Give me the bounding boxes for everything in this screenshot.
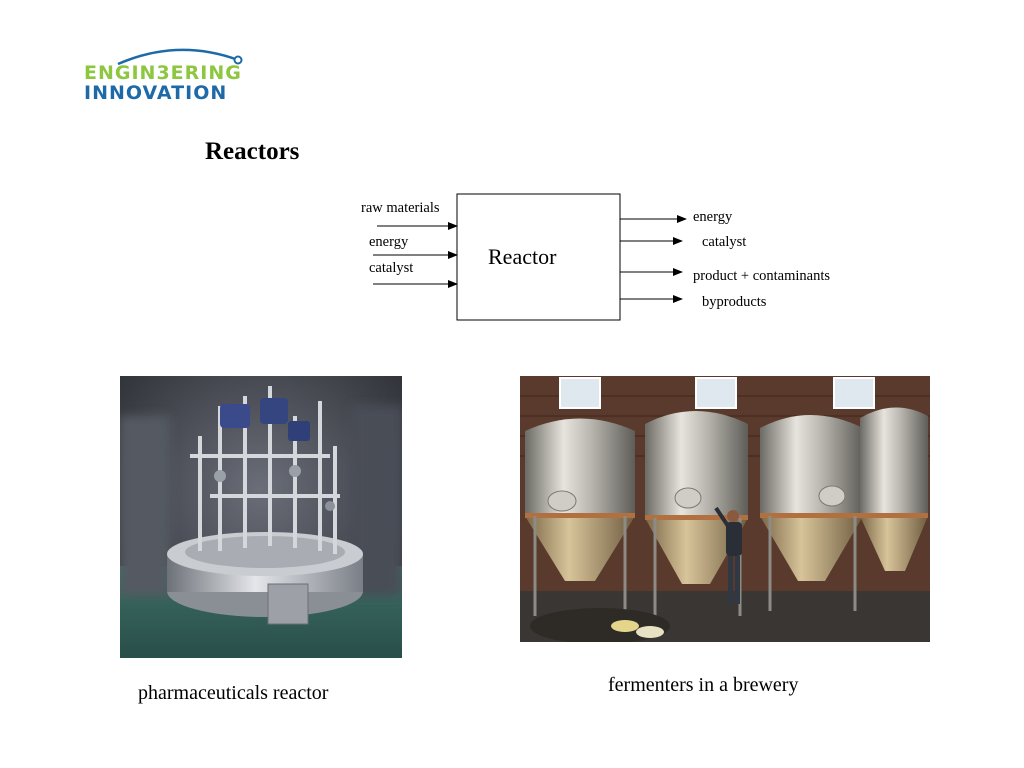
pharmaceuticals-reactor-caption: pharmaceuticals reactor <box>138 682 329 704</box>
output-label-byproducts: byproducts <box>702 294 767 310</box>
output-label-energy: energy <box>693 209 733 225</box>
logo-text-innovation: INNOVATION <box>84 82 228 104</box>
reactor-box <box>456 193 621 321</box>
engineering-innovation-logo: ENGIN3ERING INNOVATION <box>78 42 282 106</box>
logo-arc-icon <box>117 48 243 66</box>
input-label-energy: energy <box>369 234 409 250</box>
output-label-product-contaminants: product + contaminants <box>693 268 831 284</box>
brewery-fermenters-caption: fermenters in a brewery <box>608 674 799 696</box>
logo-text-engineering: ENGIN3ERING <box>84 62 242 84</box>
reactor-box-label: Reactor <box>488 244 557 269</box>
input-label-raw-materials: raw materials <box>361 200 440 216</box>
page-title: Reactors <box>205 138 300 165</box>
input-label-catalyst: catalyst <box>369 260 414 276</box>
pharmaceuticals-reactor-photo <box>120 376 402 658</box>
brewery-fermenters-photo <box>520 376 930 642</box>
output-label-catalyst: catalyst <box>702 234 747 250</box>
